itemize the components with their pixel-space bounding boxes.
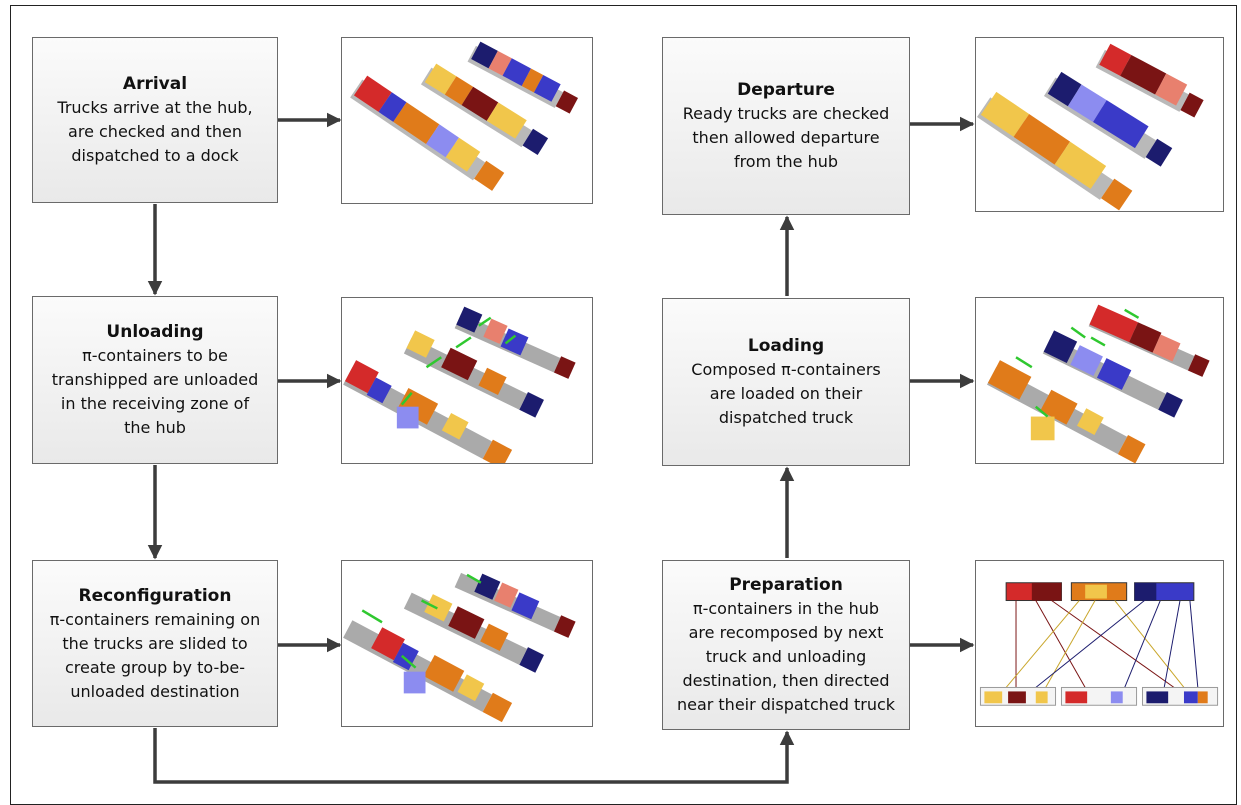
step-desc-line: dispatched truck — [718, 408, 854, 427]
step-title: Reconfiguration — [78, 585, 232, 606]
step-desc-line: in the receiving zone of — [60, 394, 250, 413]
step-arrival: Arrival Trucks arrive at the hub, are ch… — [32, 37, 278, 203]
arrow-reconfiguration-to-preparation — [153, 728, 795, 784]
step-desc-line: π-containers in the hub — [692, 599, 880, 618]
step-desc-line: are recomposed by next — [688, 623, 884, 642]
step-desc-line: Ready trucks are checked — [682, 104, 890, 123]
step-title: Departure — [737, 80, 835, 100]
step-desc-line: destination, then directed — [682, 671, 890, 690]
step-title: Arrival — [122, 74, 188, 94]
step-desc-line: the trucks are slided to — [62, 633, 248, 653]
step-reconfiguration: Reconfiguration π-containers remaining o… — [32, 560, 278, 727]
loading-image — [975, 297, 1224, 464]
step-desc-line: create group by to-be- — [64, 657, 246, 677]
network-illustration — [979, 582, 1219, 706]
step-loading: Loading Composed π-containers are loaded… — [662, 298, 910, 466]
step-title: Preparation — [729, 575, 843, 595]
step-title: Loading — [747, 336, 825, 356]
unloading-image — [341, 297, 593, 464]
reconfiguration-image — [341, 560, 593, 727]
step-desc-line: dispatched to a dock — [71, 146, 239, 165]
step-desc-line: the hub — [124, 418, 186, 437]
trucks-illustration — [976, 43, 1204, 211]
step-desc-line: unloaded destination — [70, 681, 240, 701]
step-title: Unloading — [106, 322, 204, 342]
step-desc-line: near their dispatched truck — [676, 695, 896, 714]
step-desc-line: from the hub — [733, 152, 839, 171]
step-desc-line: are checked and then — [68, 122, 242, 141]
loading-illustration — [986, 304, 1210, 463]
unloading-illustration — [343, 306, 576, 463]
step-departure: Departure Ready trucks are checked then … — [662, 37, 910, 215]
departure-trucks-image — [975, 37, 1224, 212]
step-preparation: Preparation π-containers in the hub are … — [662, 560, 910, 730]
step-desc-line: Composed π-containers — [691, 360, 881, 379]
step-desc-line: transhipped are unloaded — [51, 370, 259, 389]
step-desc-line: π-containers remaining on — [49, 609, 261, 629]
reconfiguration-illustration — [343, 572, 576, 723]
arrival-trucks-image — [341, 37, 593, 204]
step-desc-line: π-containers to be — [82, 346, 228, 365]
step-desc-line: Trucks arrive at the hub, — [57, 98, 253, 117]
step-desc-line: are loaded on their — [709, 384, 863, 403]
step-desc-line: truck and unloading — [705, 647, 867, 666]
trucks-illustration — [350, 41, 579, 191]
step-desc-line: then allowed departure — [692, 128, 880, 147]
step-unloading: Unloading π-containers to be transhipped… — [32, 296, 278, 464]
preparation-network-image — [975, 560, 1224, 727]
